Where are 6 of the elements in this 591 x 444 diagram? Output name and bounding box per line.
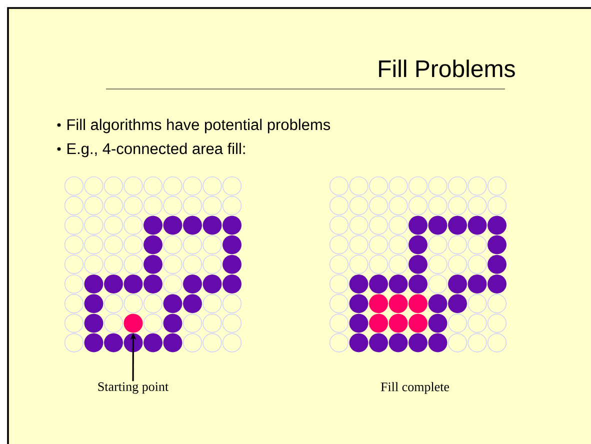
caption-text: Starting point — [98, 382, 168, 394]
caption-text: Fill complete — [380, 382, 450, 394]
start-pixel — [124, 314, 143, 333]
bullet-text: Fill algorithms have potential problems — [57, 118, 330, 134]
slide-title: Fill Problems — [379, 60, 515, 78]
bullet-text: E.g., 4-connected area fill: — [57, 142, 245, 158]
